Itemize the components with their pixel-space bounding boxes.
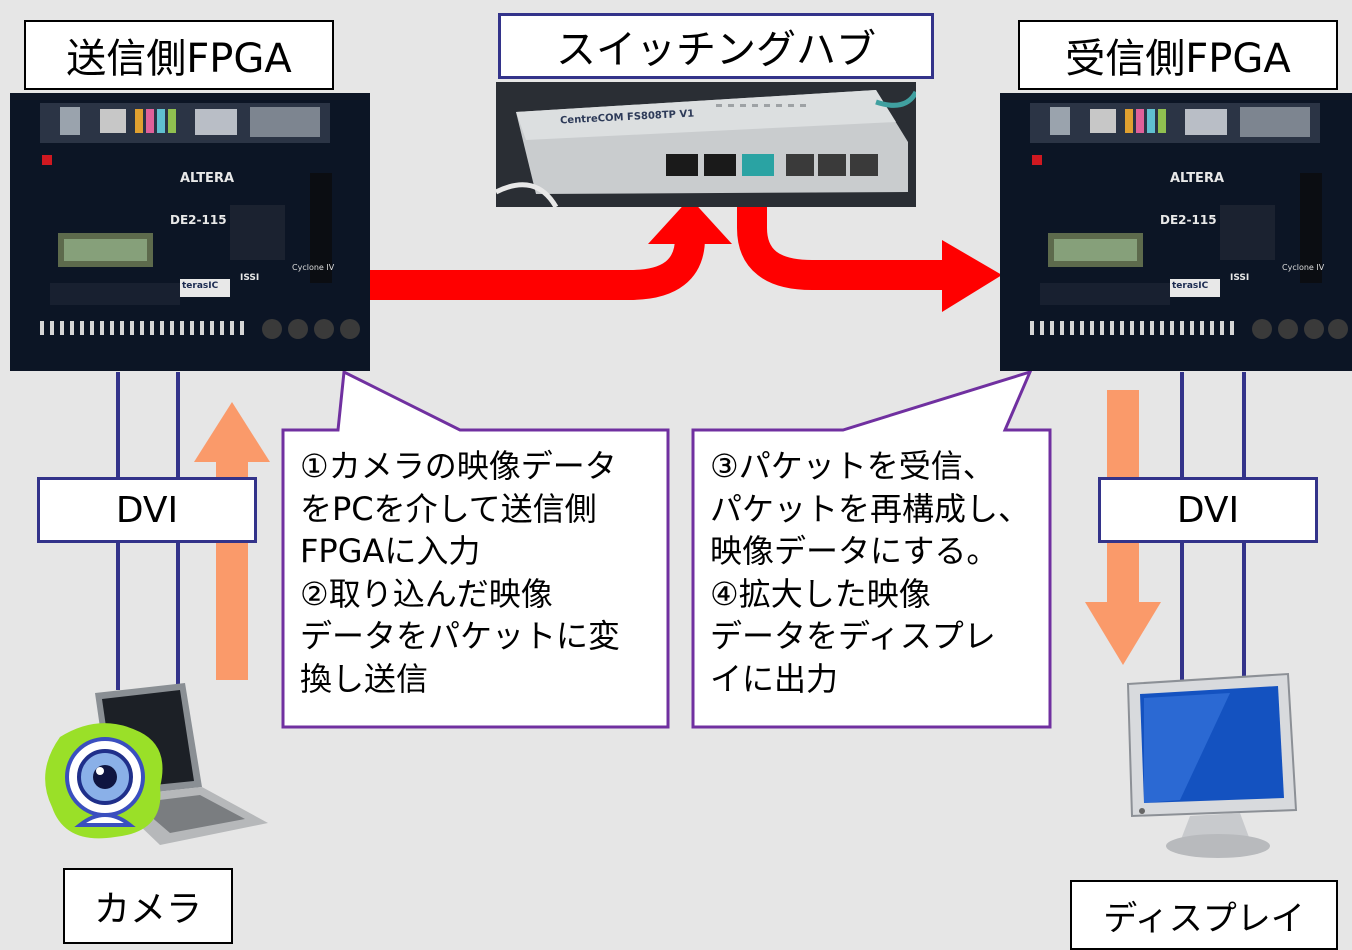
- laptop-camera-illustration: [40, 675, 270, 865]
- dvi-label-left: DVI: [37, 477, 257, 543]
- board-brand: ALTERA: [1170, 171, 1225, 186]
- sender-fpga-board: ALTERA DE2-115 Cyclone IV ISSI terasIC: [10, 93, 370, 371]
- receiver-fpga-label: 受信側FPGA: [1018, 20, 1338, 90]
- board-brand: ALTERA: [180, 171, 235, 186]
- callout-left-text: ①カメラの映像データ をPCを介して送信側 FPGAに入力 ②取り込んだ映像 デ…: [300, 445, 620, 700]
- board-chip: Cyclone IV: [1282, 263, 1325, 272]
- switching-hub-photo: CentreCOM FS808TP V1: [496, 82, 916, 207]
- board-model: DE2-115: [170, 213, 227, 227]
- callout-left-line: FPGAに入力: [300, 532, 481, 570]
- board-mem: ISSI: [1230, 273, 1250, 283]
- display-label: ディスプレイ: [1070, 880, 1338, 950]
- callout-left-line: をPCを介して送信側: [300, 489, 597, 528]
- callout-right-shape: [691, 369, 1052, 729]
- callout-right-line: パケットを再構成し、: [710, 489, 1031, 528]
- callout-left-line: ①カメラの映像データ: [300, 447, 617, 485]
- receiver-fpga-board: ALTERA DE2-115 Cyclone IV ISSI terasIC: [1000, 93, 1352, 371]
- board-maker: terasIC: [182, 281, 219, 291]
- board-maker: terasIC: [1172, 281, 1209, 291]
- callout-left-line: ②取り込んだ映像: [300, 574, 553, 613]
- webcam-icon: [45, 723, 163, 839]
- callout-right-line: 映像データにする。: [710, 532, 999, 570]
- dvi-label-right: DVI: [1098, 477, 1318, 543]
- callout-right-line: ④拡大した映像: [710, 574, 931, 613]
- callout-right-text: ③パケットを受信、 パケットを再構成し、 映像データにする。 ④拡大した映像 デ…: [710, 445, 1030, 700]
- camera-label: カメラ: [63, 868, 233, 944]
- callout-left-shape: [281, 369, 670, 729]
- callout-right-line: データをディスプレ: [710, 617, 996, 655]
- board-model: DE2-115: [1160, 213, 1217, 227]
- callout-right-line: ③パケットを受信、: [710, 447, 995, 485]
- sender-fpga-label: 送信側FPGA: [24, 20, 334, 90]
- network-arrow-receive: [737, 200, 1002, 312]
- callout-left-line: データをパケットに変: [300, 617, 621, 655]
- callout-left-line: 換し送信: [300, 659, 429, 698]
- callout-right-line: イに出力: [710, 659, 839, 698]
- monitor-icon: [1126, 672, 1298, 858]
- board-chip: Cyclone IV: [292, 263, 335, 272]
- switching-hub-label: スイッチングハブ: [498, 13, 934, 79]
- board-mem: ISSI: [240, 273, 260, 283]
- network-arrow-send: [370, 198, 732, 300]
